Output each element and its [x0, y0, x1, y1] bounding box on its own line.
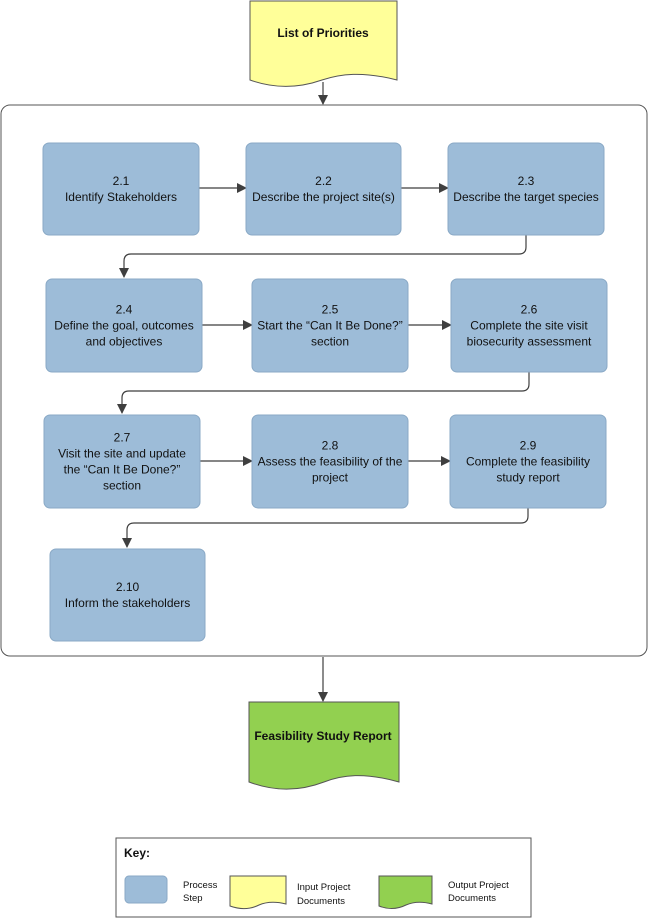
- output-document: Feasibility Study Report: [248, 701, 400, 790]
- process-step-box: [450, 278, 608, 373]
- process-step-box: [447, 142, 605, 236]
- process-step-number: 2.8: [322, 439, 339, 453]
- process-step-number: 2.1: [113, 174, 130, 188]
- key-input-doc-swatch: [229, 875, 287, 909]
- process-step-number: 2.6: [521, 303, 538, 317]
- process-step-number: 2.9: [520, 439, 537, 453]
- connector-2-3-to-2-4: [119, 235, 527, 278]
- process-step-label: study report: [496, 471, 560, 485]
- process-step-number: 2.7: [114, 431, 131, 445]
- process-step-label: Start the “Can It Be Done?”: [257, 319, 402, 333]
- connector-2-9-to-2-10: [122, 508, 529, 548]
- process-step-number: 2.10: [116, 580, 140, 594]
- process-step-box: [449, 414, 607, 509]
- process-step-label: Complete the site visit: [470, 319, 588, 333]
- process-step-label: Describe the target species: [453, 190, 598, 204]
- input-document-shape: [249, 0, 398, 87]
- input-document-label: List of Priorities: [277, 26, 369, 40]
- key-process-label: Process Step: [183, 880, 220, 904]
- process-step-label: Visit the site and update: [58, 447, 186, 461]
- process-step-number: 2.3: [518, 174, 535, 188]
- process-step-box: [45, 278, 203, 373]
- process-step-box: [251, 414, 409, 509]
- process-step-box: [251, 278, 409, 373]
- process-step-number: 2.2: [315, 174, 332, 188]
- output-document-shape: [248, 701, 400, 790]
- key-output-doc-swatch: [378, 875, 433, 909]
- process-step-label: biosecurity assessment: [467, 335, 592, 349]
- process-container: [0, 104, 648, 657]
- input-document: List of Priorities: [249, 0, 398, 87]
- key-process-swatch: [124, 875, 168, 904]
- row-connectors: [199, 183, 452, 466]
- key-box: [115, 837, 532, 918]
- connector-2-6-to-2-7: [117, 372, 530, 414]
- process-step-box: [43, 414, 201, 509]
- process-step-label: Complete the feasibility: [466, 455, 590, 469]
- key-input-doc-label-line-1: Input Project: [297, 882, 351, 893]
- key-output-doc-label: Output Project Documents: [448, 880, 511, 904]
- key-legend: Key: Process Step Input Project Document…: [115, 837, 532, 918]
- key-input-doc-label-line-2: Documents: [297, 896, 345, 907]
- key-output-doc-label-line-2: Documents: [448, 893, 496, 904]
- process-step-box: [49, 548, 206, 642]
- process-step-label: and objectives: [86, 335, 163, 349]
- process-step-label: section: [311, 335, 349, 349]
- output-document-label: Feasibility Study Report: [254, 729, 391, 743]
- key-output-doc-label-line-1: Output Project: [448, 880, 509, 891]
- process-step-label: project: [312, 471, 349, 485]
- key-process-label-line-1: Process: [183, 880, 218, 891]
- key-process-label-line-2: Step: [183, 893, 203, 904]
- process-step-number: 2.4: [116, 303, 133, 317]
- key-title: Key:: [124, 846, 150, 860]
- wrap-connectors: [117, 235, 530, 548]
- process-step-label: Identify Stakeholders: [65, 190, 177, 204]
- process-step-box: [245, 142, 402, 236]
- process-step-label: Define the goal, outcomes: [54, 319, 193, 333]
- process-step-label: section: [103, 479, 141, 493]
- process-step-label: Inform the stakeholders: [65, 596, 190, 610]
- process-step-number: 2.5: [322, 303, 339, 317]
- process-step-label: the “Can It Be Done?”: [64, 463, 181, 477]
- process-step-label: Describe the project site(s): [252, 190, 395, 204]
- process-step-box: [42, 142, 200, 236]
- process-step-label: Assess the feasibility of the: [258, 455, 403, 469]
- key-input-doc-label: Input Project Documents: [297, 882, 353, 907]
